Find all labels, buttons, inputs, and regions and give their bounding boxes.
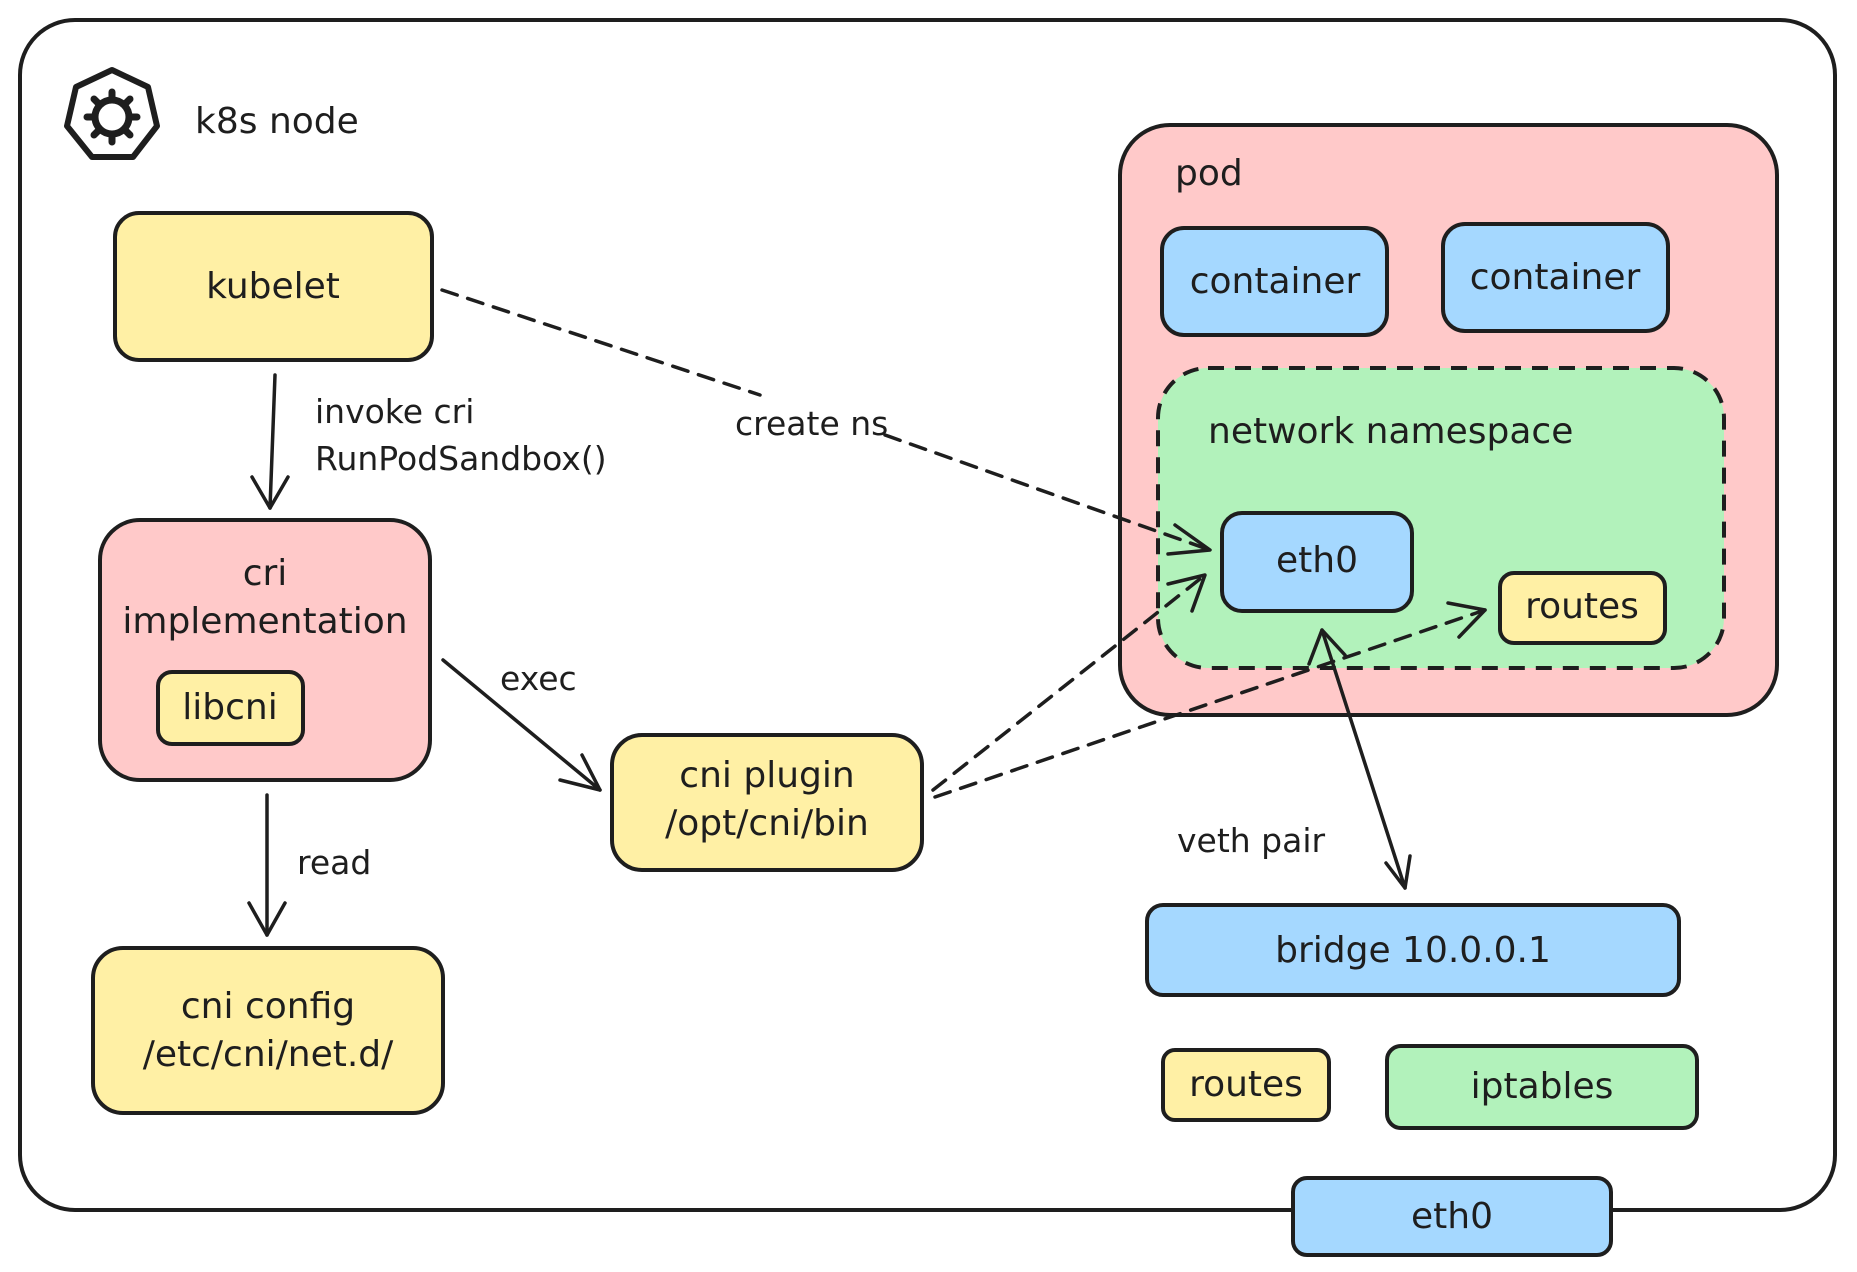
host-routes-box	[1161, 1048, 1331, 1122]
pod-routes-label: routes	[1525, 586, 1639, 627]
cri-label-line2: implementation	[122, 601, 407, 642]
cni-config-line2: /etc/cni/net.d/	[143, 1034, 394, 1075]
plugin-to-routes-arrow	[933, 601, 1487, 799]
pod-routes-box	[1498, 571, 1667, 645]
container-label-2: container	[1470, 257, 1641, 298]
bridge-box	[1145, 903, 1681, 997]
cri-label-line1: cri	[243, 553, 288, 594]
pod-eth0-label: eth0	[1276, 540, 1358, 581]
invoke-cri-arrow	[250, 373, 290, 510]
iptables-label: iptables	[1471, 1066, 1614, 1107]
kubernetes-gear-icon	[64, 67, 160, 160]
create-ns-arrow	[440, 288, 1212, 556]
network-namespace-label: network namespace	[1208, 411, 1573, 452]
kubelet-box	[113, 211, 434, 362]
create-ns-label: create ns	[735, 404, 888, 443]
pod-label: pod	[1175, 153, 1243, 194]
host-routes-label: routes	[1189, 1064, 1303, 1105]
bridge-label: bridge 10.0.0.1	[1275, 930, 1551, 971]
host-eth0-box	[1291, 1176, 1613, 1257]
cni-config-box	[91, 946, 445, 1115]
container-box-1	[1160, 226, 1389, 337]
cni-plugin-line2: /opt/cni/bin	[665, 803, 869, 844]
cni-config-line1: cni config	[181, 986, 355, 1027]
container-label-1: container	[1190, 261, 1361, 302]
read-label: read	[297, 843, 371, 882]
veth-pair-arrow	[1307, 628, 1412, 890]
read-arrow	[247, 793, 287, 937]
cni-plugin-box	[610, 733, 924, 872]
invoke-cri-label-line2: RunPodSandbox()	[315, 439, 607, 478]
cni-plugin-line1: cni plugin	[679, 755, 854, 796]
host-eth0-label: eth0	[1411, 1196, 1493, 1237]
invoke-cri-label-line1: invoke cri	[315, 392, 474, 431]
libcni-box	[156, 670, 305, 746]
libcni-label: libcni	[182, 687, 277, 728]
exec-label: exec	[500, 659, 577, 698]
exec-arrow	[441, 658, 602, 792]
plugin-to-eth0-arrow	[931, 573, 1207, 792]
iptables-box	[1385, 1044, 1699, 1130]
kubelet-label: kubelet	[206, 266, 340, 307]
veth-pair-label: veth pair	[1177, 821, 1326, 860]
pod-eth0-box	[1220, 511, 1414, 613]
node-title: k8s node	[195, 101, 359, 142]
container-box-2	[1441, 222, 1670, 333]
